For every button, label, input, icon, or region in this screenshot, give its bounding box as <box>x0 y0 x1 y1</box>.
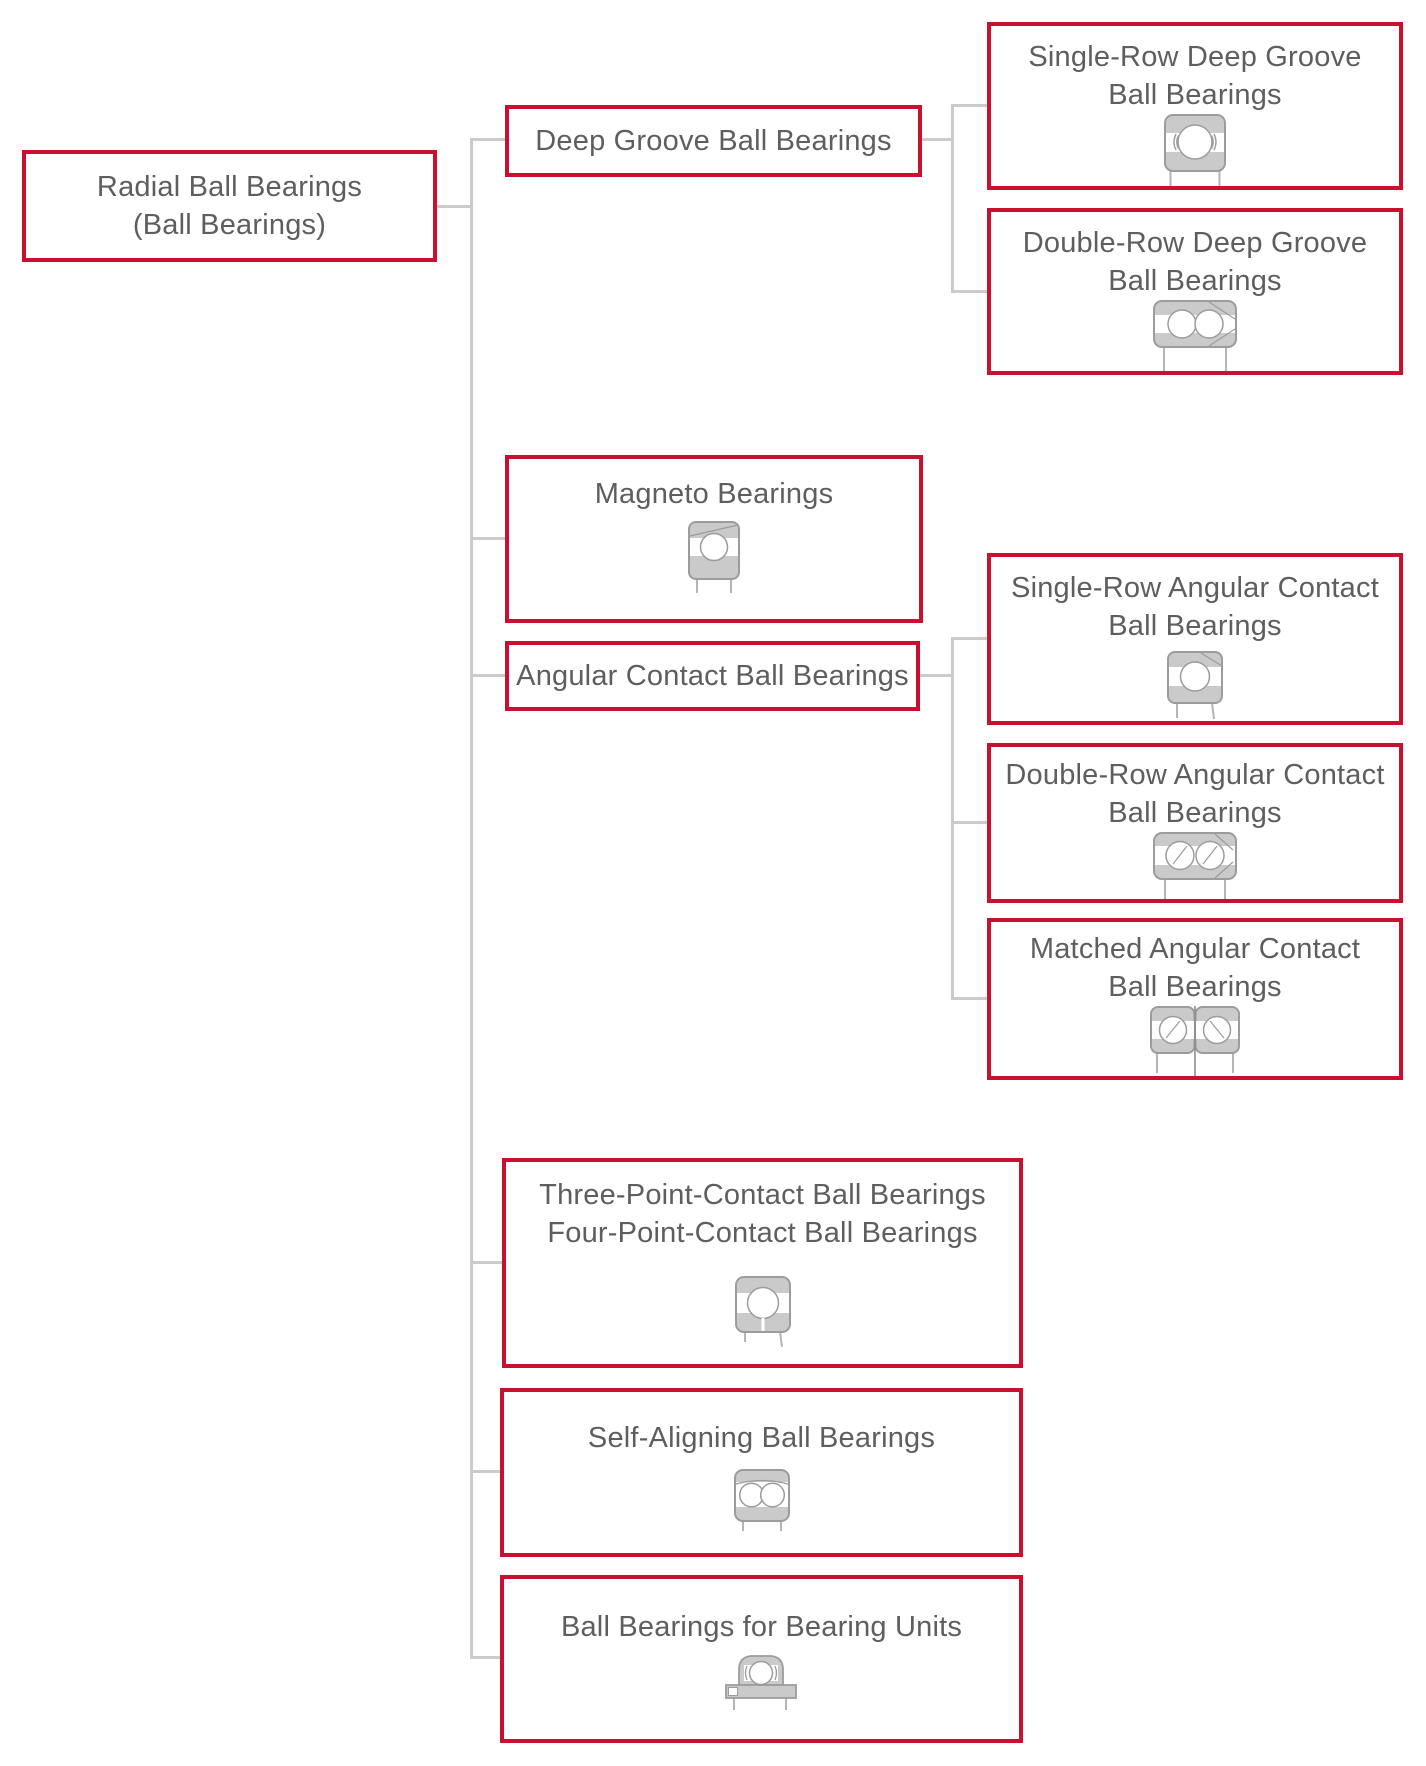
connector-stub-matched-angular <box>951 997 987 1000</box>
three-point-contact-bearing-icon <box>734 1276 791 1348</box>
node-label: Three-Point-Contact Ball Bearings <box>539 1179 986 1211</box>
node-ball-bearings-for-bearing-units: Ball Bearings for Bearing Units <box>500 1575 1023 1743</box>
node-label: Radial Ball Bearings <box>96 171 363 203</box>
node-double-row-angular-contact-ball-bearings: Double-Row Angular Contact Ball Bearings <box>987 743 1403 903</box>
self-aligning-bearing-icon <box>733 1469 790 1531</box>
node-label: Matched Angular Contact <box>1029 933 1361 965</box>
node-label: Ball Bearings <box>1108 265 1282 297</box>
node-deep-groove-ball-bearings: Deep Groove Ball Bearings <box>505 105 922 177</box>
connector-stub-single-row-deep-groove <box>951 104 987 107</box>
node-label: Double-Row Deep Groove <box>1022 227 1368 259</box>
node-label: Self-Aligning Ball Bearings <box>587 1422 936 1454</box>
connector-stub-deep-groove <box>470 138 505 141</box>
connector-deep-groove-to-subtrunk <box>922 138 954 141</box>
connector-stub-double-row-angular <box>951 821 987 824</box>
connector-stub-three-four-point <box>470 1261 502 1264</box>
node-angular-contact-ball-bearings: Angular Contact Ball Bearings <box>505 641 920 711</box>
node-label: Four-Point-Contact Ball Bearings <box>547 1217 978 1249</box>
node-double-row-deep-groove-ball-bearings: Double-Row Deep Groove Ball Bearings <box>987 208 1403 375</box>
node-single-row-deep-groove-ball-bearings: Single-Row Deep Groove Ball Bearings <box>987 22 1403 190</box>
double-row-angular-contact-bearing-icon <box>1153 832 1237 899</box>
node-label: Ball Bearings <box>1108 79 1282 111</box>
connector-stub-self-aligning <box>470 1470 500 1473</box>
node-label: Deep Groove Ball Bearings <box>535 125 892 157</box>
connector-angular-to-subtrunk <box>920 674 954 677</box>
connector-stub-magneto <box>470 537 505 540</box>
single-row-deep-groove-bearing-icon <box>1164 114 1226 186</box>
node-label: Ball Bearings for Bearing Units <box>560 1611 963 1643</box>
node-label: Ball Bearings <box>1108 971 1282 1003</box>
node-matched-angular-contact-ball-bearings: Matched Angular Contact Ball Bearings <box>987 918 1403 1080</box>
connector-root-to-trunk <box>437 205 472 208</box>
node-single-row-angular-contact-ball-bearings: Single-Row Angular Contact Ball Bearings <box>987 553 1403 725</box>
connector-stub-single-row-angular <box>951 637 987 640</box>
node-three-four-point-contact-ball-bearings: Three-Point-Contact Ball Bearings Four-P… <box>502 1158 1023 1368</box>
single-row-angular-contact-bearing-icon <box>1167 651 1223 720</box>
node-label: Magneto Bearings <box>594 478 834 510</box>
connector-angular-subtrunk <box>951 637 954 1000</box>
connector-stub-bearing-units <box>470 1656 500 1659</box>
matched-angular-contact-bearing-icon <box>1150 1006 1240 1076</box>
connector-stub-angular-contact <box>470 674 505 677</box>
magneto-bearing-icon <box>688 521 740 593</box>
double-row-deep-groove-bearing-icon <box>1153 300 1237 371</box>
node-self-aligning-ball-bearings: Self-Aligning Ball Bearings <box>500 1388 1023 1557</box>
connector-deep-groove-subtrunk <box>951 104 954 293</box>
pillow-block-bearing-icon <box>724 1655 797 1710</box>
node-label: Single-Row Angular Contact <box>1011 572 1379 604</box>
node-label: Ball Bearings <box>1108 797 1282 829</box>
node-label: (Ball Bearings) <box>132 209 327 241</box>
node-magneto-bearings: Magneto Bearings <box>505 455 923 623</box>
connector-main-trunk <box>470 138 473 1659</box>
node-radial-ball-bearings: Radial Ball Bearings (Ball Bearings) <box>22 150 437 262</box>
connector-stub-double-row-deep-groove <box>951 290 987 293</box>
node-label: Double-Row Angular Contact <box>1005 759 1385 791</box>
node-label: Angular Contact Ball Bearings <box>516 660 909 692</box>
node-label: Ball Bearings <box>1108 610 1282 642</box>
node-label: Single-Row Deep Groove <box>1028 41 1362 73</box>
